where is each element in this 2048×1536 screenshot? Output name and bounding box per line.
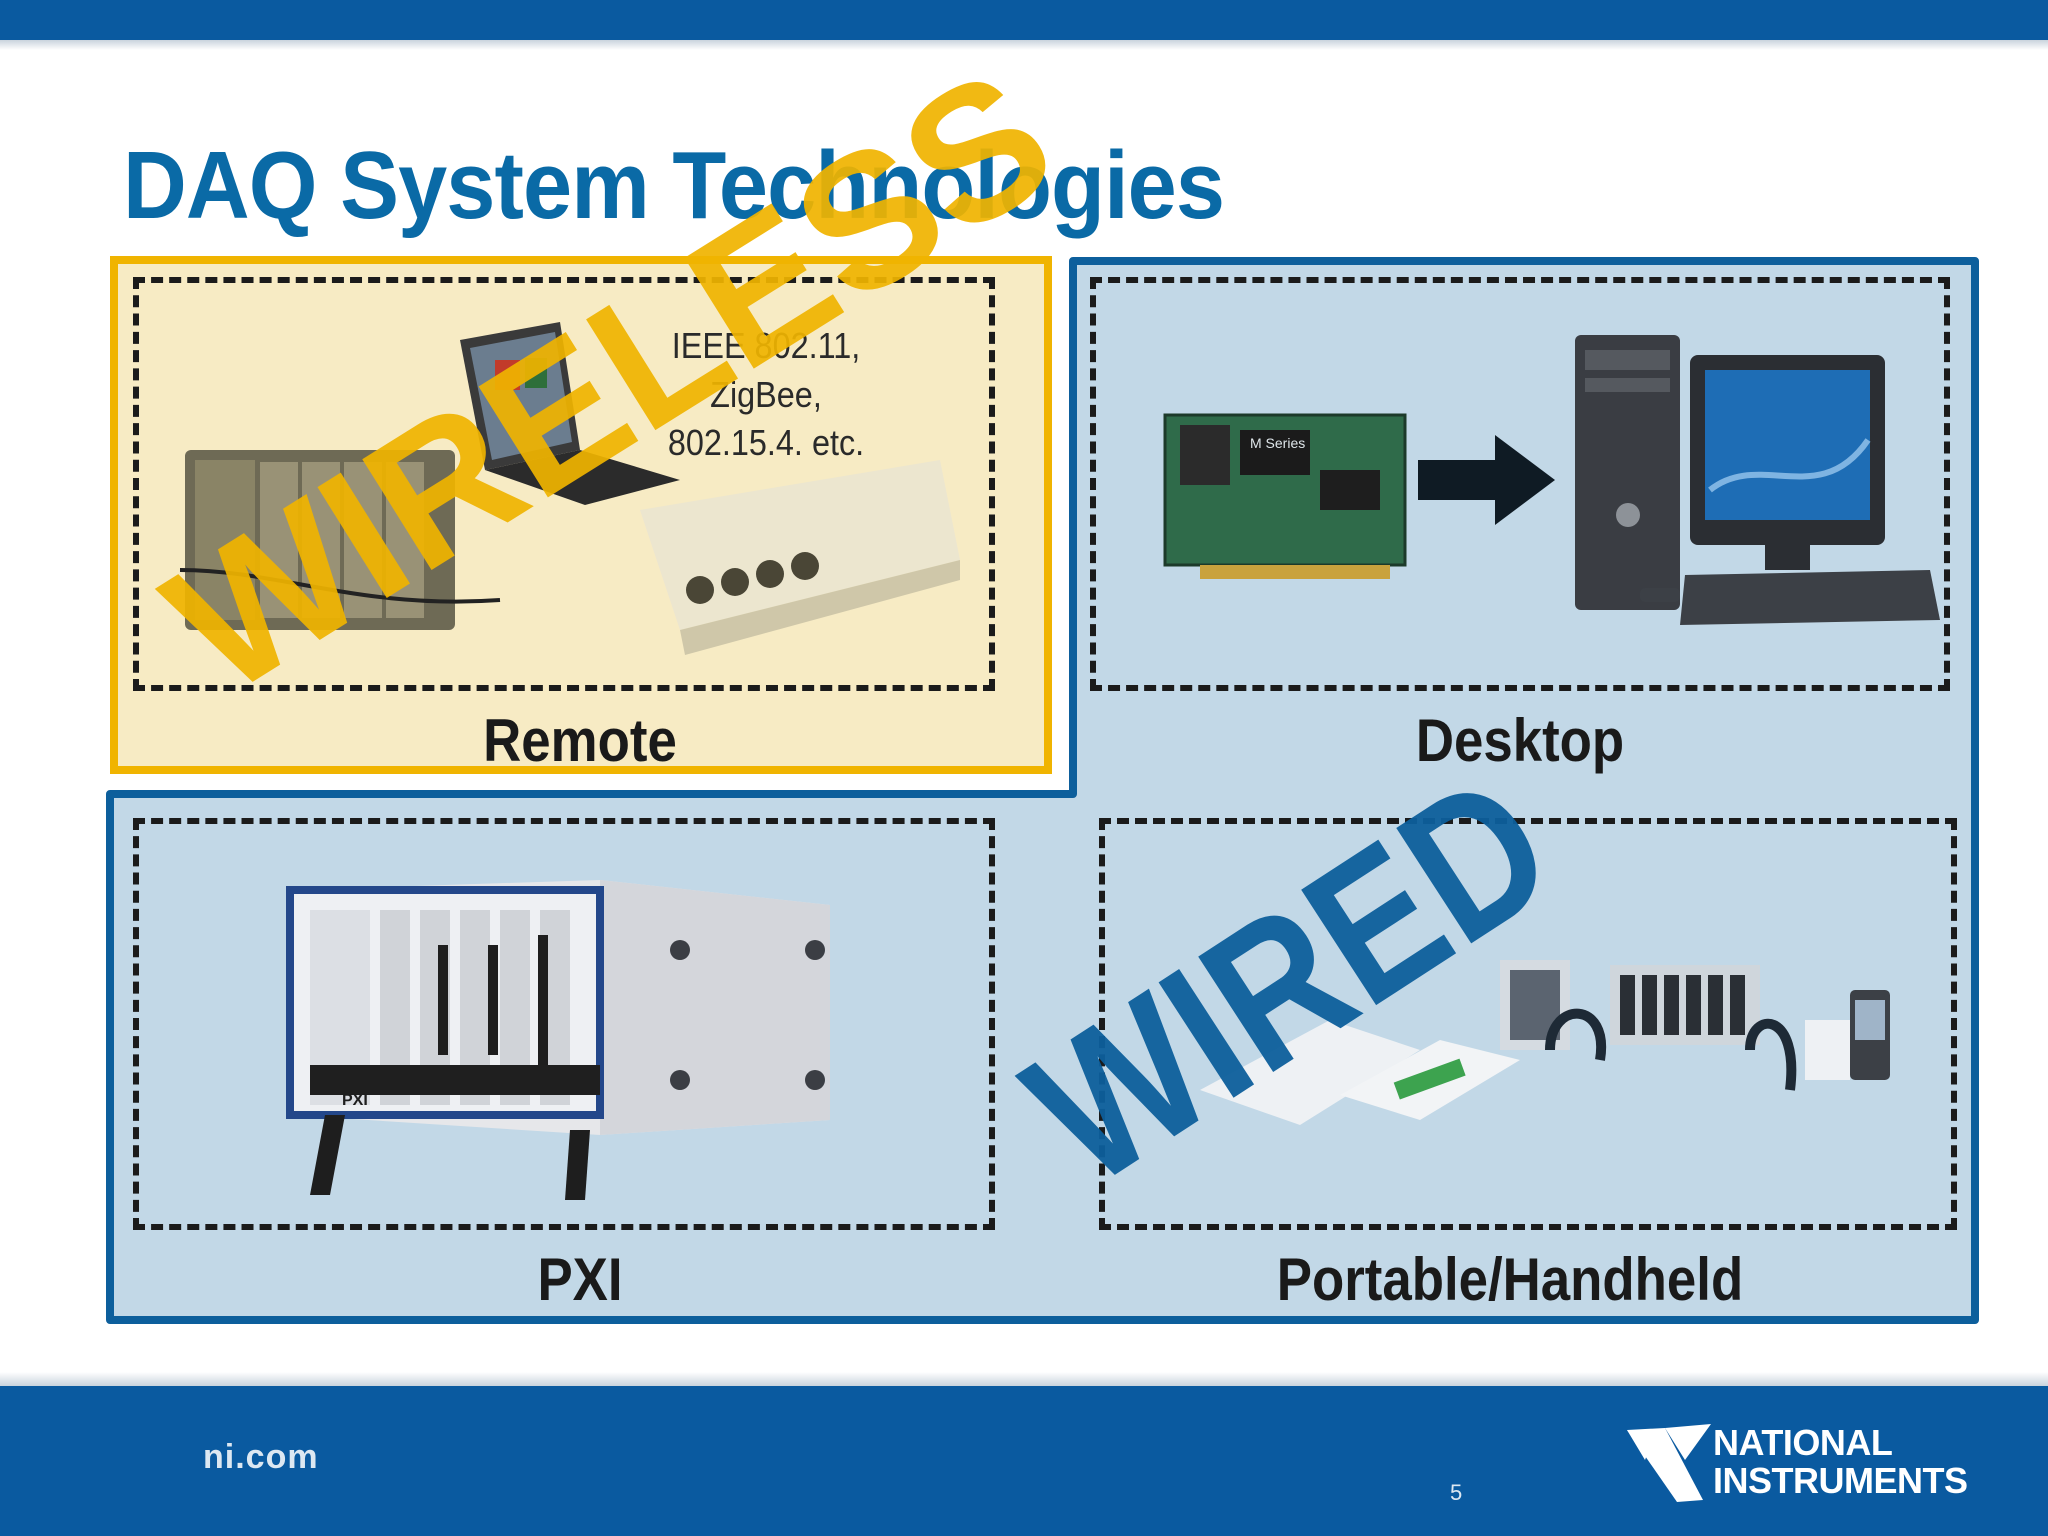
portable-frame [1099,818,1957,1230]
desktop-frame [1090,277,1950,691]
caption-pxi: PXI [537,1246,623,1313]
logo-line-2: INSTRUMENTS [1713,1460,1968,1501]
page-number: 5 [1450,1480,1463,1505]
wireless-module-image [640,460,960,655]
wireless-protocols-text: IEEE 802.11, ZigBee, 802.15.4. etc. [613,322,919,468]
pci-card-image: M Series [1163,413,1407,579]
desktop-pc-image [1575,335,1940,625]
pxi-frame [133,818,995,1230]
card-label: M Series [1250,435,1305,451]
protocols-line-2: 802.15.4. etc. [667,422,865,464]
logo-wordmark: NATIONAL INSTRUMENTS [1713,1424,1968,1500]
caption-portable: Portable/Handheld [1276,1246,1744,1313]
slide-title: DAQ System Technologies [123,132,1225,239]
desktop-illustration: M Series [1163,335,1940,625]
top-banner-shadow [0,40,2048,50]
daq-chassis-image [179,450,501,630]
logo-line-1: NATIONAL [1713,1422,1893,1463]
footer-shadow [0,1372,2048,1386]
footer-site-link[interactable]: ni.com [203,1438,319,1476]
portable-devices-illustration [1200,960,1890,1125]
protocols-line-1: IEEE 802.11, ZigBee, [671,325,861,415]
national-instruments-logo: NATIONAL INSTRUMENTS [1625,1420,1985,1510]
top-banner [0,0,2048,40]
arrow-icon [1418,435,1555,525]
pxi-chassis-illustration: PXI [286,880,830,1200]
remote-frame [133,277,995,691]
laptop-image [460,322,680,505]
caption-desktop: Desktop [1415,707,1625,774]
ni-eagle-icon [1627,1424,1711,1502]
remote-devices-illustration [179,322,960,655]
footer-banner [0,1386,2048,1536]
pxi-chassis-label: PXI [342,1092,368,1109]
caption-remote: Remote [483,707,677,774]
